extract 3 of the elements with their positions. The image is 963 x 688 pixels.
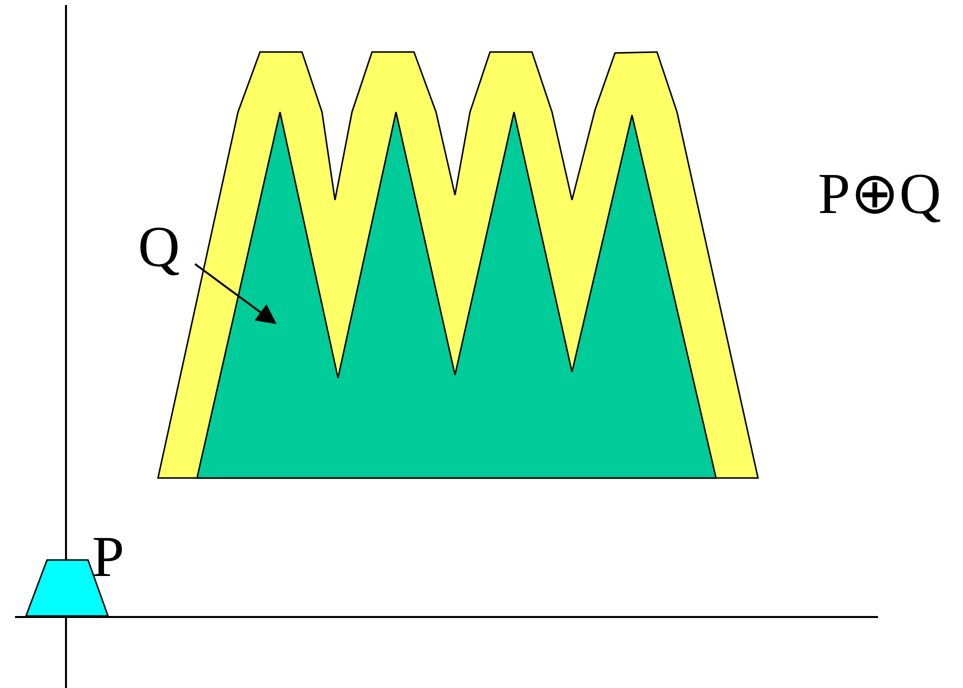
shape-label: Q xyxy=(138,218,180,276)
shape-label: P⊕Q xyxy=(818,165,942,223)
shape-label: P xyxy=(92,528,124,586)
